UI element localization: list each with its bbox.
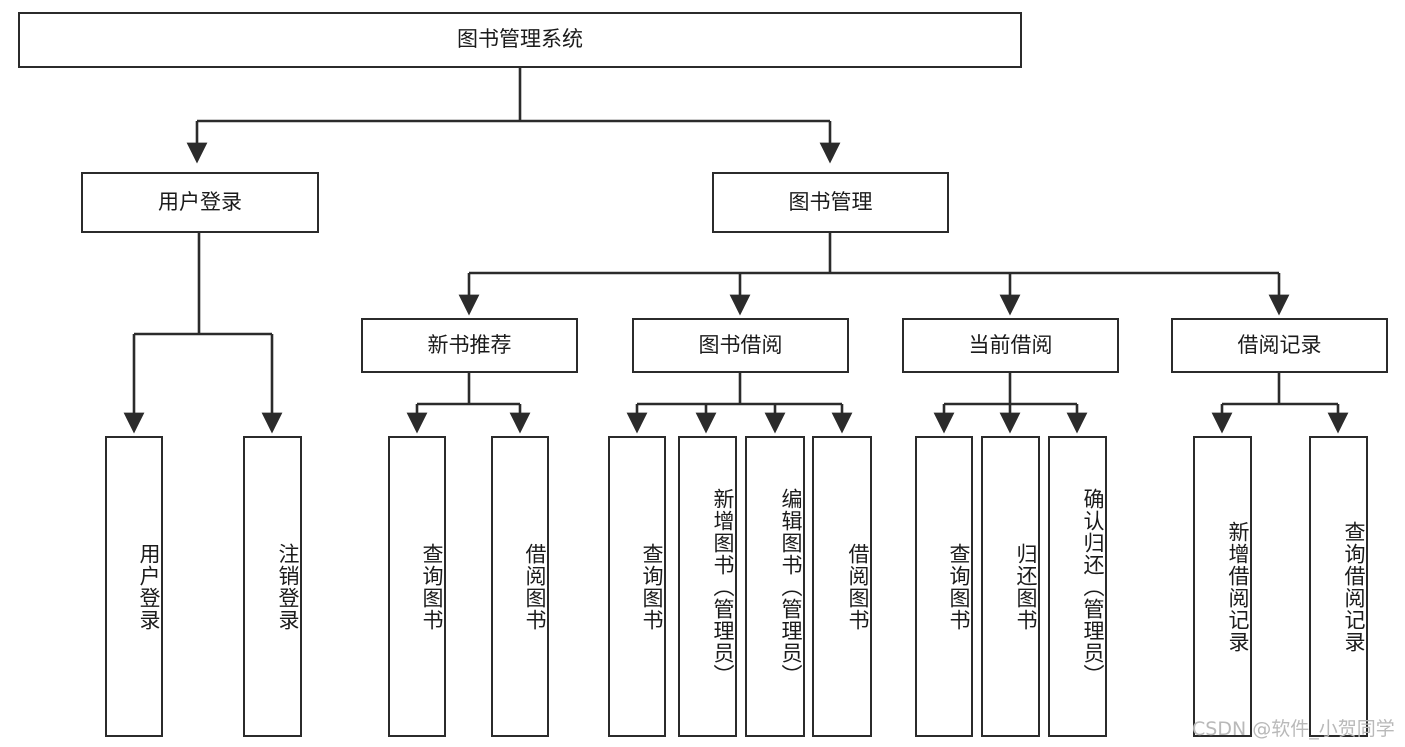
node-book-manage-label: 图书管理	[788, 189, 873, 214]
leaf-book-borrow-2[interactable]: 编辑图书（管理员）	[745, 436, 805, 737]
node-user-login-label: 用户登录	[158, 189, 242, 214]
leaf-user-login-1[interactable]: 注销登录	[243, 436, 302, 737]
node-new-book-recommend-label: 新书推荐	[427, 332, 512, 357]
node-root-label: 图书管理系统	[457, 27, 583, 52]
node-book-borrow-label: 图书借阅	[698, 332, 783, 357]
node-borrow-record-label: 借阅记录	[1237, 332, 1322, 357]
leaf-new-book-0[interactable]: 查询图书	[388, 436, 446, 737]
leaf-book-borrow-1[interactable]: 新增图书（管理员）	[678, 436, 737, 737]
leaf-book-borrow-3[interactable]: 借阅图书	[812, 436, 872, 737]
leaf-user-login-0[interactable]: 用户登录	[105, 436, 163, 737]
leaf-user-login-0-label: 用户登录	[137, 542, 161, 631]
node-borrow-record[interactable]: 借阅记录	[1171, 318, 1388, 373]
leaf-borrow-record-1[interactable]: 查询借阅记录	[1309, 436, 1368, 737]
node-new-book-recommend[interactable]: 新书推荐	[361, 318, 578, 373]
leaf-current-borrow-1-label: 归还图书	[1014, 542, 1038, 631]
leaf-current-borrow-2-label: 确认归还（管理员）	[1081, 487, 1105, 686]
leaf-borrow-record-0-label: 新增借阅记录	[1226, 520, 1250, 653]
leaf-book-borrow-0-label: 查询图书	[640, 542, 664, 631]
node-user-login[interactable]: 用户登录	[81, 172, 319, 233]
leaf-book-borrow-2-label: 编辑图书（管理员）	[779, 487, 803, 686]
leaf-current-borrow-1[interactable]: 归还图书	[981, 436, 1040, 737]
node-root[interactable]: 图书管理系统	[18, 12, 1022, 68]
leaf-new-book-1[interactable]: 借阅图书	[491, 436, 549, 737]
leaf-book-borrow-1-label: 新增图书（管理员）	[711, 487, 735, 686]
leaf-book-borrow-0[interactable]: 查询图书	[608, 436, 666, 737]
leaf-current-borrow-2[interactable]: 确认归还（管理员）	[1048, 436, 1107, 737]
node-book-manage[interactable]: 图书管理	[712, 172, 949, 233]
leaf-book-borrow-3-label: 借阅图书	[846, 542, 870, 631]
leaf-borrow-record-0[interactable]: 新增借阅记录	[1193, 436, 1252, 737]
node-current-borrow-label: 当前借阅	[968, 332, 1053, 357]
leaf-new-book-1-label: 借阅图书	[523, 542, 547, 631]
leaf-new-book-0-label: 查询图书	[420, 542, 444, 631]
leaf-user-login-1-label: 注销登录	[276, 542, 300, 631]
node-current-borrow[interactable]: 当前借阅	[902, 318, 1119, 373]
watermark: CSDN @软件_小贺同学	[1192, 718, 1395, 740]
leaf-current-borrow-0[interactable]: 查询图书	[915, 436, 973, 737]
node-book-borrow[interactable]: 图书借阅	[632, 318, 849, 373]
leaf-borrow-record-1-label: 查询借阅记录	[1342, 520, 1366, 653]
leaf-current-borrow-0-label: 查询图书	[947, 542, 971, 631]
